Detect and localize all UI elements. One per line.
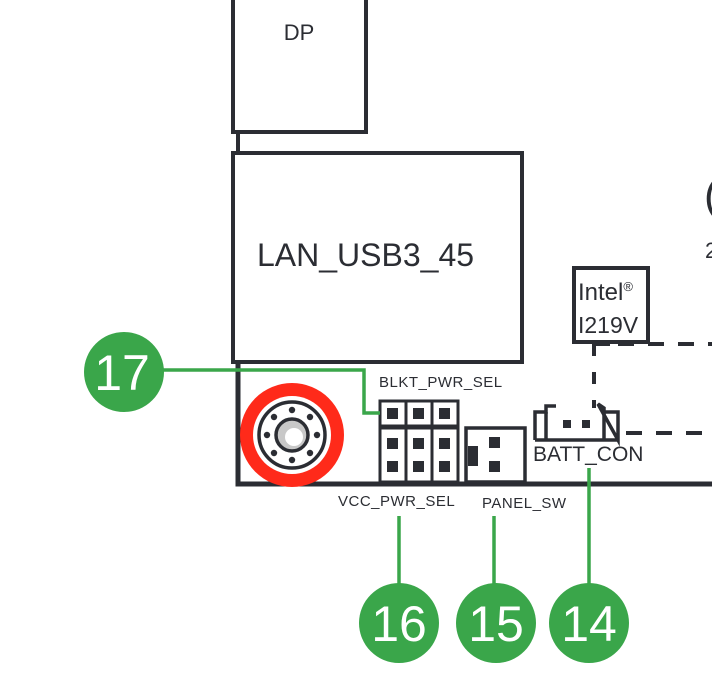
dp-outline — [231, 0, 368, 134]
callout-number-16: 16 — [371, 596, 427, 652]
callout-badge-16 — [359, 583, 439, 663]
mounting-hole — [240, 383, 344, 487]
callout-17: 17 — [84, 332, 164, 412]
intel-model-label: I219V — [578, 312, 639, 338]
callout-badge-15 — [456, 583, 536, 663]
intel-i219v-chip: Intel® I219V — [572, 266, 650, 344]
board-outline — [235, 362, 712, 487]
intel-chip-outline — [572, 266, 650, 344]
intel-label: Intel® — [578, 279, 633, 306]
callout-15: 15 — [456, 583, 536, 663]
callout-number-14: 14 — [561, 596, 617, 652]
callout-leaders — [160, 368, 591, 590]
blkt-pwr-sel-label: BLKT_PWR_SEL — [379, 374, 503, 391]
panel-sw-key — [468, 446, 478, 466]
vcc-pwr-sel-label: VCC_PWR_SEL — [338, 493, 455, 510]
lan-usb-connector: LAN_USB3_45 — [231, 151, 524, 364]
callout-14: 14 — [549, 583, 629, 663]
batt-con-connector: BATT_CON — [533, 402, 643, 466]
dp-label: DP — [284, 20, 315, 45]
callout-badge-14 — [549, 583, 629, 663]
lan-usb-outline — [231, 151, 524, 364]
vcc-pwr-sel-header: VCC_PWR_SEL — [338, 426, 460, 510]
panel-sw-label: PANEL_SW — [482, 495, 567, 512]
partial-label-right: 2 — [705, 238, 712, 263]
batt-con-label: BATT_CON — [533, 443, 643, 466]
callout-badge-17 — [84, 332, 164, 412]
callout-number-17: 17 — [94, 345, 150, 401]
dashed-traces — [592, 342, 712, 435]
panel-sw-connector: PANEL_SW — [464, 426, 567, 512]
lan-usb-label: LAN_USB3_45 — [257, 237, 474, 273]
callout-number-15: 15 — [468, 596, 524, 652]
dp-connector: DP — [231, 0, 368, 134]
blkt-pwr-sel-header: BLKT_PWR_SEL — [378, 374, 503, 428]
partial-glyph-paren: ( — [704, 171, 712, 220]
mounting-hole-vias — [263, 406, 321, 464]
leader-17 — [160, 368, 380, 415]
mounting-hole-center — [285, 428, 303, 446]
callout-16: 16 — [359, 583, 439, 663]
